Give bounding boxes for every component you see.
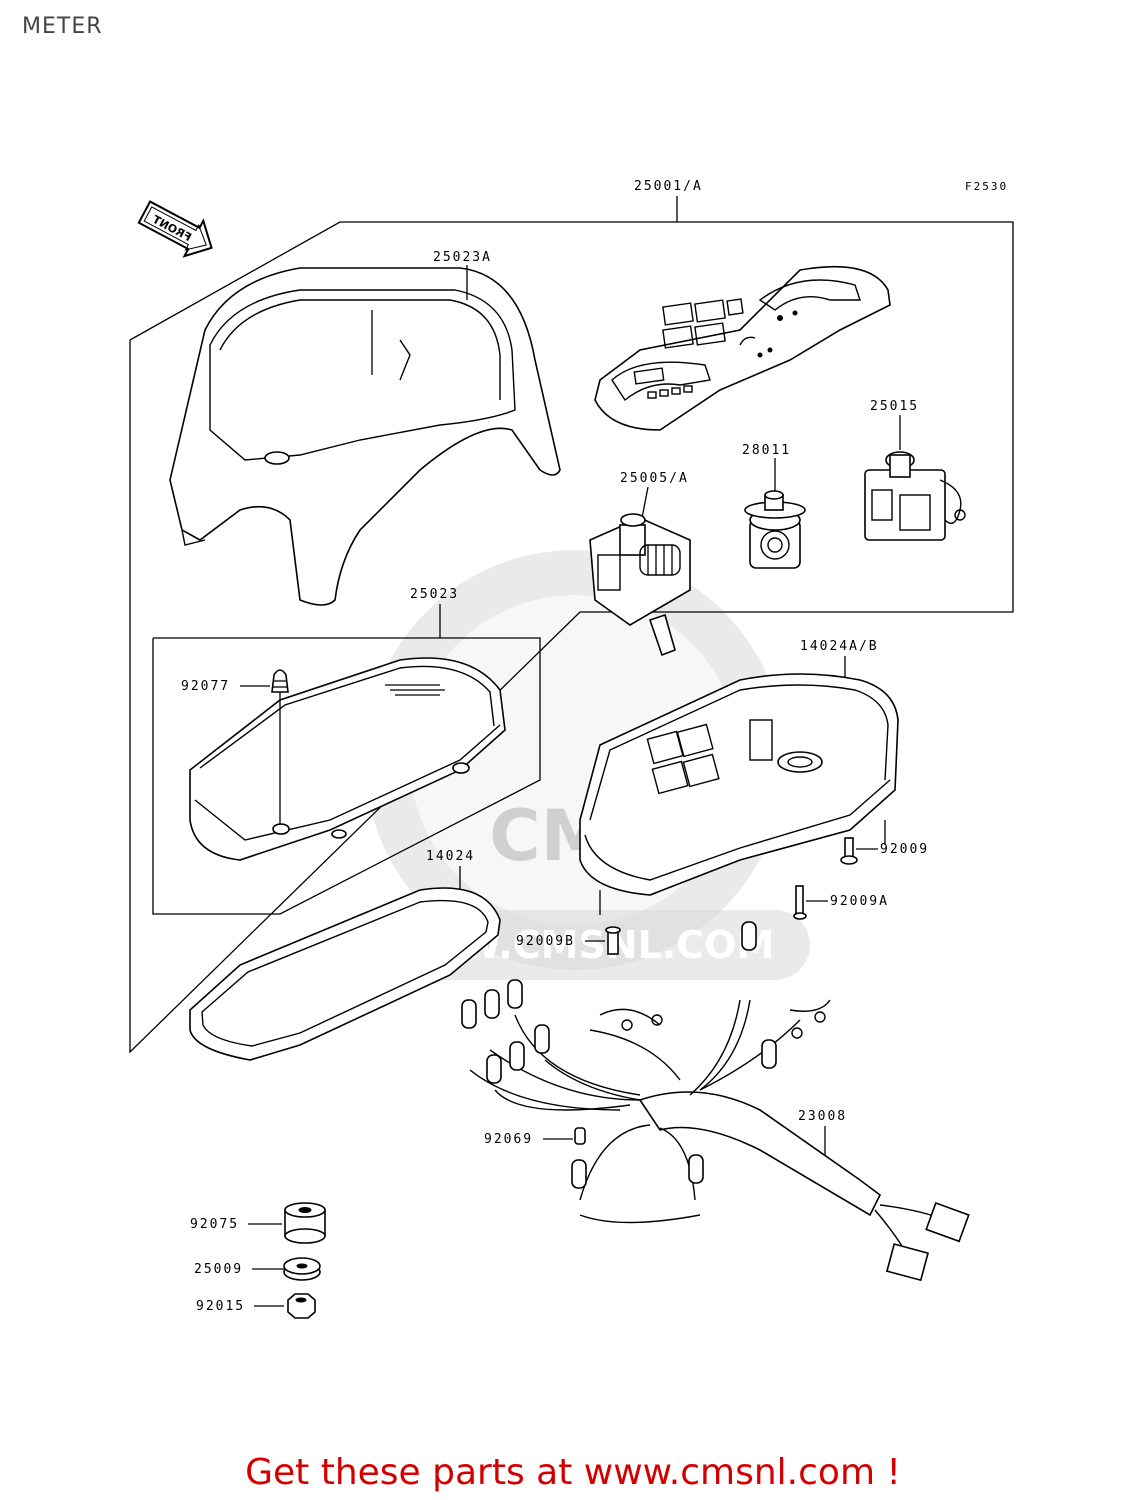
callout-25015: 25015 [870, 399, 919, 414]
assembly-outline [129, 221, 1014, 1054]
screw-92009 [840, 837, 858, 865]
gasket-14024 [189, 887, 501, 1061]
callout-25009: 25009 [194, 1262, 243, 1277]
callout-28011: 28011 [742, 443, 791, 458]
damper-92075 [284, 1202, 326, 1244]
callout-92069: 92069 [484, 1132, 533, 1147]
upper-cover [169, 267, 561, 606]
footer-promo-text: Get these parts at www.cmsnl.com ! [245, 1452, 901, 1493]
callout-25023A: 25023A [433, 250, 492, 265]
nut-92015 [287, 1293, 316, 1319]
callout-92075: 92075 [190, 1217, 239, 1232]
page-title: METER [22, 14, 103, 39]
callout-92009A: 92009A [830, 894, 889, 909]
callout-23008: 23008 [798, 1109, 847, 1124]
meter-case [579, 673, 899, 915]
collar-25009 [283, 1257, 321, 1281]
tachometer-unit [864, 451, 966, 541]
bulb-92069 [574, 1127, 586, 1145]
callout-92077: 92077 [181, 679, 230, 694]
callout-14024AB: 14024A/B [800, 639, 879, 654]
callout-14024: 14024 [426, 849, 475, 864]
grommet-92077 [271, 669, 289, 825]
screw-92009A [793, 885, 807, 920]
callout-92009B: 92009B [516, 934, 575, 949]
callout-25005A: 25005/A [620, 471, 689, 486]
front-arrow-icon: FRONT [137, 200, 213, 258]
callout-92015: 92015 [196, 1299, 245, 1314]
callout-25023: 25023 [410, 587, 459, 602]
callout-92009: 92009 [880, 842, 929, 857]
sensor-28011 [744, 490, 806, 569]
meter-lens-cover [189, 657, 506, 861]
cover-assembly-box [152, 637, 541, 915]
callout-25001A: 25001/A [634, 179, 703, 194]
screw-92009B [605, 926, 621, 955]
speedometer-unit [589, 513, 691, 657]
wiring-harness [461, 921, 970, 1282]
face-plate [594, 265, 891, 431]
figure-code: F2530 [965, 180, 1008, 193]
